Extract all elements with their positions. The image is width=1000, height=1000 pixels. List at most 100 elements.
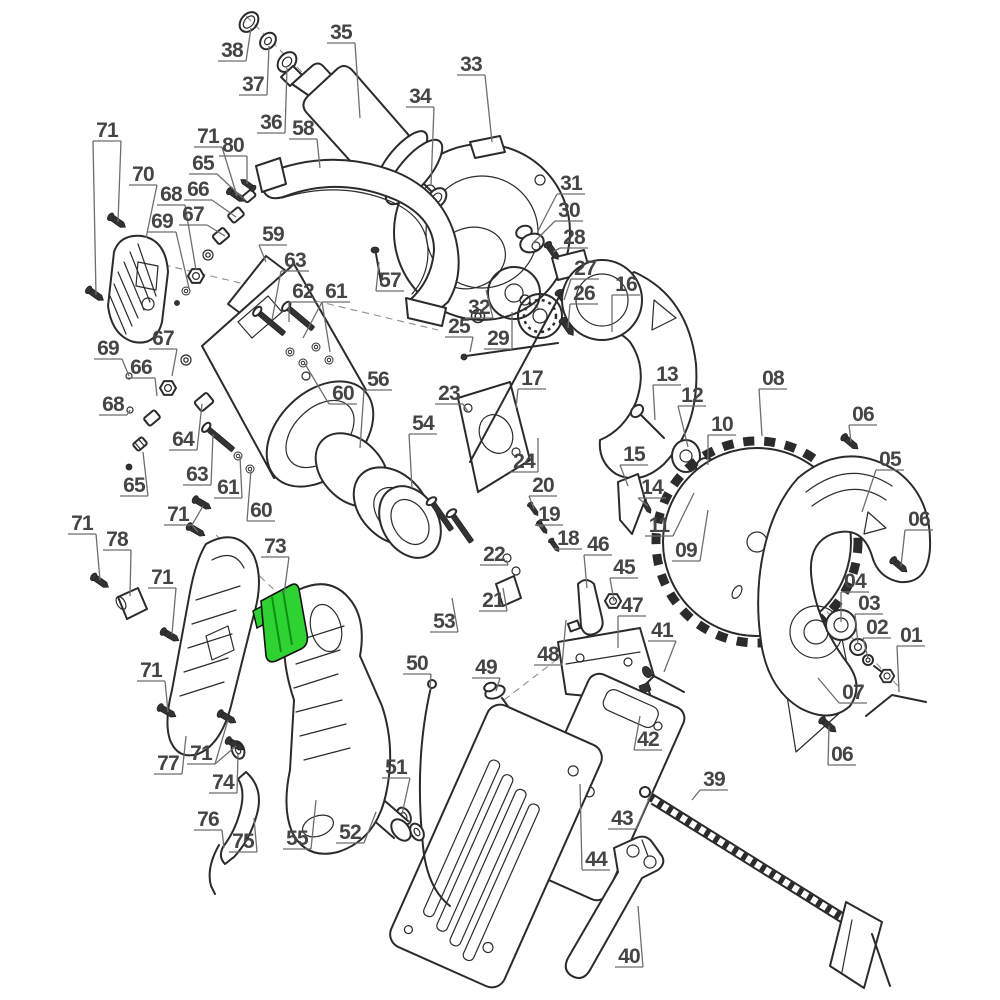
svg-text:75: 75 — [232, 830, 255, 853]
part-label-55: 55 — [283, 799, 317, 850]
part-label-36: 36 — [257, 67, 288, 134]
part-label-16: 16 — [611, 273, 640, 332]
svg-text:14: 14 — [641, 476, 664, 499]
part-label-57: 57 — [375, 261, 404, 292]
svg-text:06: 06 — [852, 403, 874, 426]
svg-text:33: 33 — [460, 53, 482, 76]
svg-text:66: 66 — [187, 178, 209, 201]
svg-text:69: 69 — [151, 210, 173, 233]
svg-text:01: 01 — [900, 624, 923, 647]
part-label-69: 69 — [94, 337, 130, 377]
part-label-07: 07 — [817, 677, 867, 704]
svg-text:25: 25 — [448, 315, 471, 338]
svg-text:22: 22 — [483, 543, 505, 566]
part-label-01: 01 — [896, 624, 925, 693]
svg-text:48: 48 — [537, 643, 560, 666]
svg-text:65: 65 — [192, 152, 215, 175]
part-59-motor-housing — [201, 255, 375, 488]
part-label-71: 71 — [164, 503, 204, 533]
svg-text:67: 67 — [152, 327, 174, 350]
svg-text:51: 51 — [385, 756, 408, 779]
svg-text:21: 21 — [482, 589, 505, 612]
part-label-06: 06 — [848, 403, 877, 443]
brush-parts-upper — [174, 188, 257, 306]
part-55-handle-half — [283, 583, 392, 855]
svg-text:28: 28 — [563, 226, 586, 249]
part-30-31-bearing — [515, 224, 563, 339]
part-label-41: 41 — [648, 619, 677, 673]
svg-text:71: 71 — [140, 659, 163, 682]
part-41-bolt — [642, 666, 685, 693]
svg-text:20: 20 — [532, 474, 554, 497]
svg-text:30: 30 — [558, 199, 580, 222]
svg-text:13: 13 — [656, 363, 678, 386]
svg-text:36: 36 — [260, 111, 282, 134]
part-label-20: 20 — [528, 474, 557, 510]
part-label-18: 18 — [553, 527, 582, 550]
svg-text:41: 41 — [651, 619, 674, 642]
part-label-68: 68 — [157, 183, 197, 271]
part-label-32: 32 — [465, 289, 494, 319]
part-label-71: 71 — [187, 719, 237, 765]
svg-text:71: 71 — [197, 125, 220, 148]
part-39-rip-fence — [639, 786, 891, 989]
svg-text:37: 37 — [242, 73, 264, 96]
part-label-22: 22 — [480, 543, 509, 566]
diagram-artwork — [83, 11, 932, 989]
svg-text:49: 49 — [475, 656, 497, 679]
part-label-71: 71 — [148, 566, 177, 635]
svg-text:06: 06 — [831, 743, 853, 766]
svg-text:10: 10 — [711, 413, 733, 436]
svg-text:44: 44 — [585, 848, 608, 871]
part-label-45: 45 — [609, 556, 638, 602]
svg-text:60: 60 — [250, 499, 272, 522]
part-label-02: 02 — [862, 616, 891, 659]
part-21-22-pins — [495, 553, 522, 607]
part-label-10: 10 — [707, 413, 736, 465]
svg-text:71: 71 — [190, 742, 213, 765]
part-label-74: 74 — [209, 753, 239, 794]
part-label-58: 58 — [289, 117, 321, 169]
svg-text:65: 65 — [123, 474, 146, 497]
part-label-31: 31 — [537, 172, 585, 232]
part-label-29: 29 — [484, 312, 513, 350]
part-label-71: 71 — [68, 512, 101, 581]
svg-text:80: 80 — [222, 134, 244, 157]
part-label-06: 06 — [827, 725, 856, 766]
part-label-08: 08 — [758, 367, 787, 437]
part-label-33: 33 — [457, 53, 493, 143]
part-label-63: 63 — [271, 249, 309, 321]
part-label-60: 60 — [304, 363, 357, 405]
svg-text:35: 35 — [330, 21, 353, 44]
svg-text:54: 54 — [412, 412, 435, 435]
part-label-26: 26 — [567, 282, 598, 329]
part-label-63: 63 — [183, 433, 214, 486]
part-label-59: 59 — [258, 223, 287, 263]
svg-text:16: 16 — [615, 273, 637, 296]
svg-text:45: 45 — [613, 556, 636, 579]
part-label-30: 30 — [532, 199, 583, 244]
svg-text:40: 40 — [618, 945, 640, 968]
part-label-12: 12 — [677, 384, 706, 448]
part-label-71: 71 — [92, 119, 122, 296]
part-38-ring — [238, 11, 260, 33]
svg-text:17: 17 — [521, 367, 543, 390]
svg-text:71: 71 — [151, 566, 174, 589]
svg-text:09: 09 — [675, 539, 697, 562]
svg-text:59: 59 — [262, 223, 284, 246]
svg-text:71: 71 — [96, 119, 119, 142]
part-15-lever — [617, 473, 646, 535]
part-label-37: 37 — [239, 45, 270, 96]
svg-text:64: 64 — [172, 428, 195, 451]
svg-text:66: 66 — [130, 356, 152, 379]
part-label-71: 71 — [137, 659, 169, 713]
part-78-clamp — [115, 587, 148, 620]
svg-text:63: 63 — [186, 463, 208, 486]
part-label-64: 64 — [169, 403, 203, 451]
part-23-flange-plate — [457, 381, 531, 493]
part-58-handle-loop — [255, 157, 460, 327]
part-73-switch-highlighted[interactable] — [252, 583, 309, 663]
part-label-67: 67 — [149, 327, 178, 377]
svg-text:53: 53 — [433, 610, 455, 633]
part-label-68: 68 — [99, 393, 131, 416]
